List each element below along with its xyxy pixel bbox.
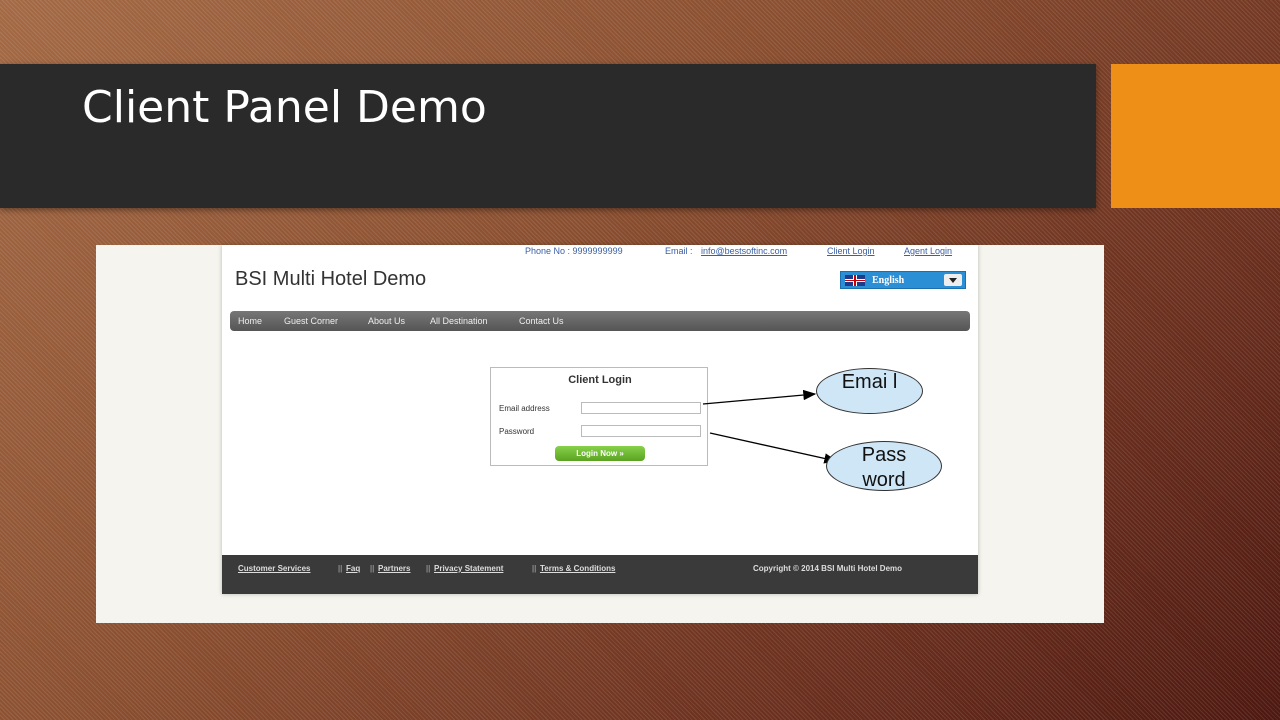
language-select[interactable]: English xyxy=(840,271,966,289)
footer-separator: || xyxy=(426,564,431,573)
email-callout-text: Emai l xyxy=(841,371,898,393)
footer-separator: || xyxy=(532,564,537,573)
nav-item-about-us[interactable]: About Us xyxy=(368,316,406,326)
footer-separator: || xyxy=(370,564,375,573)
email-callout: Emai l xyxy=(816,368,923,414)
email-field-label: Email address xyxy=(499,404,550,413)
slide-title: Client Panel Demo xyxy=(82,82,487,133)
email-link[interactable]: info@bestsoftinc.com xyxy=(701,246,787,256)
main-nav: Home Guest Corner About Us All Destinati… xyxy=(230,311,970,331)
language-selected: English xyxy=(872,275,905,286)
footer-link-privacy-statement[interactable]: Privacy Statement xyxy=(434,564,504,573)
password-arrow xyxy=(709,432,838,464)
password-field[interactable] xyxy=(581,425,701,437)
client-login-link[interactable]: Client Login xyxy=(827,246,875,256)
email-label: Email : xyxy=(665,246,693,256)
client-login-link-text[interactable]: Client Login xyxy=(827,246,875,256)
nav-item-contact-us[interactable]: Contact Us xyxy=(519,316,564,326)
footer-separator: || xyxy=(338,564,343,573)
client-login-box: Client Login Email address Password Logi… xyxy=(490,367,708,466)
footer-link-terms-conditions[interactable]: Terms & Conditions xyxy=(540,564,616,573)
nav-item-all-destination[interactable]: All Destination xyxy=(430,316,488,326)
chevron-down-icon[interactable] xyxy=(944,274,962,286)
login-now-button[interactable]: Login Now » xyxy=(555,446,645,461)
site-footer: Customer Services || Faq || Partners || … xyxy=(222,555,978,594)
footer-link-faq[interactable]: Faq xyxy=(346,564,361,573)
password-field-label: Password xyxy=(499,427,535,436)
copyright: Copyright © 2014 BSI Multi Hotel Demo xyxy=(753,564,903,573)
nav-item-guest-corner[interactable]: Guest Corner xyxy=(284,316,339,326)
phone-number: Phone No : 9999999999 xyxy=(525,246,623,256)
password-callout-text: Pass word xyxy=(861,444,907,491)
email-link-text[interactable]: info@bestsoftinc.com xyxy=(701,246,788,256)
site-title: BSI Multi Hotel Demo xyxy=(235,268,427,290)
password-callout: Pass word xyxy=(826,441,942,491)
accent-square xyxy=(1111,64,1280,208)
site-page: Phone No : 9999999999 Email : info@bests… xyxy=(222,245,978,594)
uk-flag-icon xyxy=(845,275,865,286)
agent-login-link-text[interactable]: Agent Login xyxy=(904,246,953,256)
nav-item-home[interactable]: Home xyxy=(238,316,263,326)
agent-login-link[interactable]: Agent Login xyxy=(904,246,952,256)
footer-link-customer-services[interactable]: Customer Services xyxy=(238,564,311,573)
login-title: Client Login xyxy=(568,374,632,386)
slide-title-bar xyxy=(0,64,1096,208)
footer-link-partners[interactable]: Partners xyxy=(378,564,411,573)
email-field[interactable] xyxy=(581,402,701,414)
email-arrow xyxy=(702,389,817,405)
